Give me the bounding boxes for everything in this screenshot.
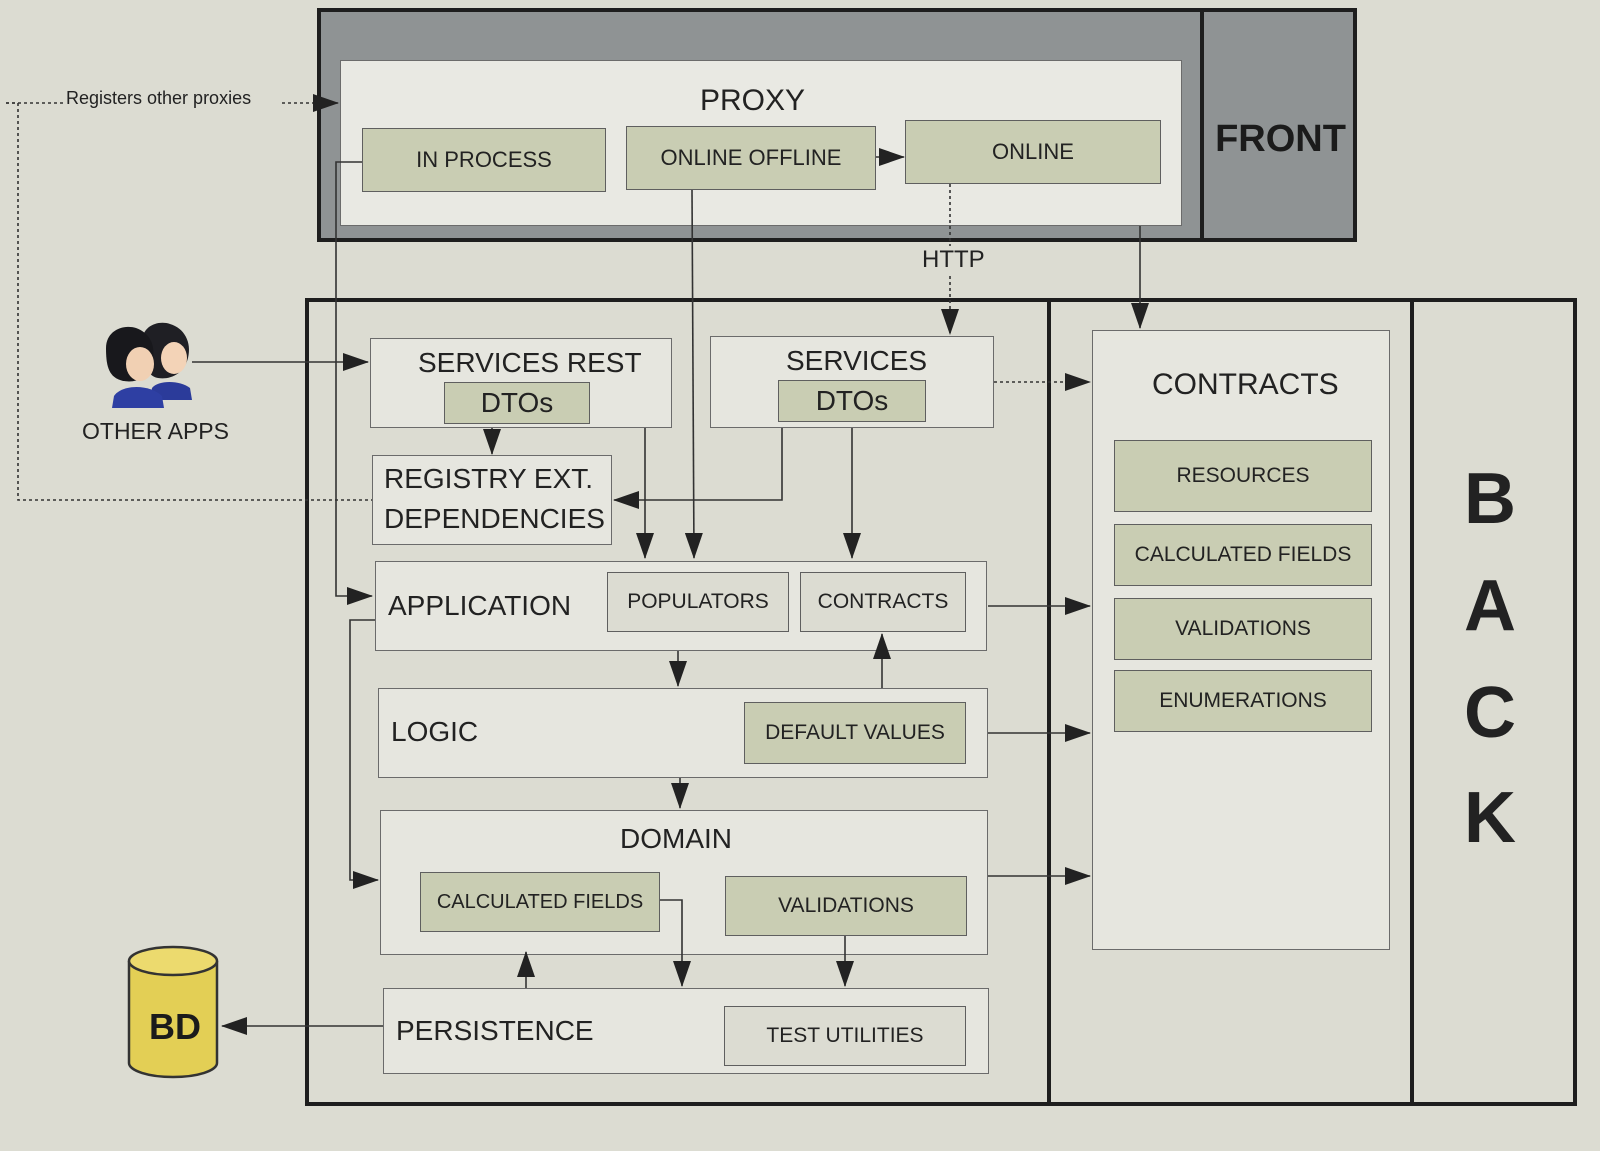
online-offline-box: ONLINE OFFLINE: [626, 126, 876, 190]
contracts-enumerations-label: ENUMERATIONS: [1159, 689, 1327, 712]
in-process-box: IN PROCESS: [362, 128, 606, 192]
services-label: SERVICES: [786, 345, 928, 376]
domain-calculated-fields-box: CALCULATED FIELDS: [420, 872, 660, 932]
domain-validations-label: VALIDATIONS: [778, 894, 914, 917]
registry-box: [372, 455, 612, 545]
database-icon: [125, 945, 221, 1081]
database-label: BD: [149, 1006, 201, 1047]
back-divider-main: [1047, 298, 1051, 1106]
back-letter-a: A: [1464, 566, 1516, 646]
contracts-panel-title: CONTRACTS: [1152, 368, 1339, 401]
back-divider-label: [1410, 298, 1414, 1106]
contracts-validations-box: VALIDATIONS: [1114, 598, 1372, 660]
registers-note: Registers other proxies: [66, 88, 252, 108]
http-label: HTTP: [922, 246, 985, 273]
populators-box: POPULATORS: [607, 572, 789, 632]
services-rest-dtos-box: DTOs: [444, 382, 590, 424]
back-letter-b: B: [1464, 459, 1516, 539]
proxy-title: PROXY: [700, 84, 806, 117]
contracts-resources-label: RESOURCES: [1176, 464, 1310, 487]
services-dtos-box: DTOs: [778, 380, 926, 422]
contracts-enumerations-box: ENUMERATIONS: [1114, 670, 1372, 732]
contracts-resources-box: RESOURCES: [1114, 440, 1372, 512]
in-process-label: IN PROCESS: [416, 147, 552, 172]
registry-line1: REGISTRY EXT.: [384, 463, 594, 494]
services-dtos-label: DTOs: [815, 385, 889, 416]
logic-label: LOGIC: [391, 716, 479, 747]
contracts-calculated-fields-label: CALCULATED FIELDS: [1134, 543, 1352, 566]
test-utilities-label: TEST UTILITIES: [766, 1024, 924, 1047]
back-frame: [305, 298, 1577, 1106]
services-rest-dtos-label: DTOs: [480, 387, 554, 418]
online-offline-label: ONLINE OFFLINE: [660, 145, 842, 170]
online-label: ONLINE: [992, 139, 1074, 164]
default-values-box: DEFAULT VALUES: [744, 702, 966, 764]
default-values-label: DEFAULT VALUES: [765, 721, 945, 744]
back-letter-k: K: [1464, 778, 1516, 858]
test-utilities-box: TEST UTILITIES: [724, 1006, 966, 1066]
registry-line2: DEPENDENCIES: [384, 503, 605, 534]
domain-label: DOMAIN: [620, 823, 732, 854]
front-label-panel: [1200, 8, 1357, 242]
services-rest-label: SERVICES REST: [418, 347, 642, 378]
domain-calculated-fields-label: CALCULATED FIELDS: [436, 890, 644, 913]
online-box: ONLINE: [905, 120, 1161, 184]
application-label: APPLICATION: [388, 590, 572, 621]
domain-validations-box: VALIDATIONS: [725, 876, 967, 936]
back-letter-c: C: [1464, 673, 1516, 753]
persistence-label: PERSISTENCE: [396, 1015, 594, 1046]
other-apps-label: OTHER APPS: [82, 418, 229, 444]
front-label: FRONT: [1215, 118, 1346, 160]
other-apps-icon: [100, 318, 200, 408]
app-contracts-box: CONTRACTS: [800, 572, 966, 632]
app-contracts-label: CONTRACTS: [817, 590, 949, 613]
populators-label: POPULATORS: [627, 590, 769, 613]
contracts-validations-label: VALIDATIONS: [1175, 617, 1311, 640]
contracts-calculated-fields-box: CALCULATED FIELDS: [1114, 524, 1372, 586]
